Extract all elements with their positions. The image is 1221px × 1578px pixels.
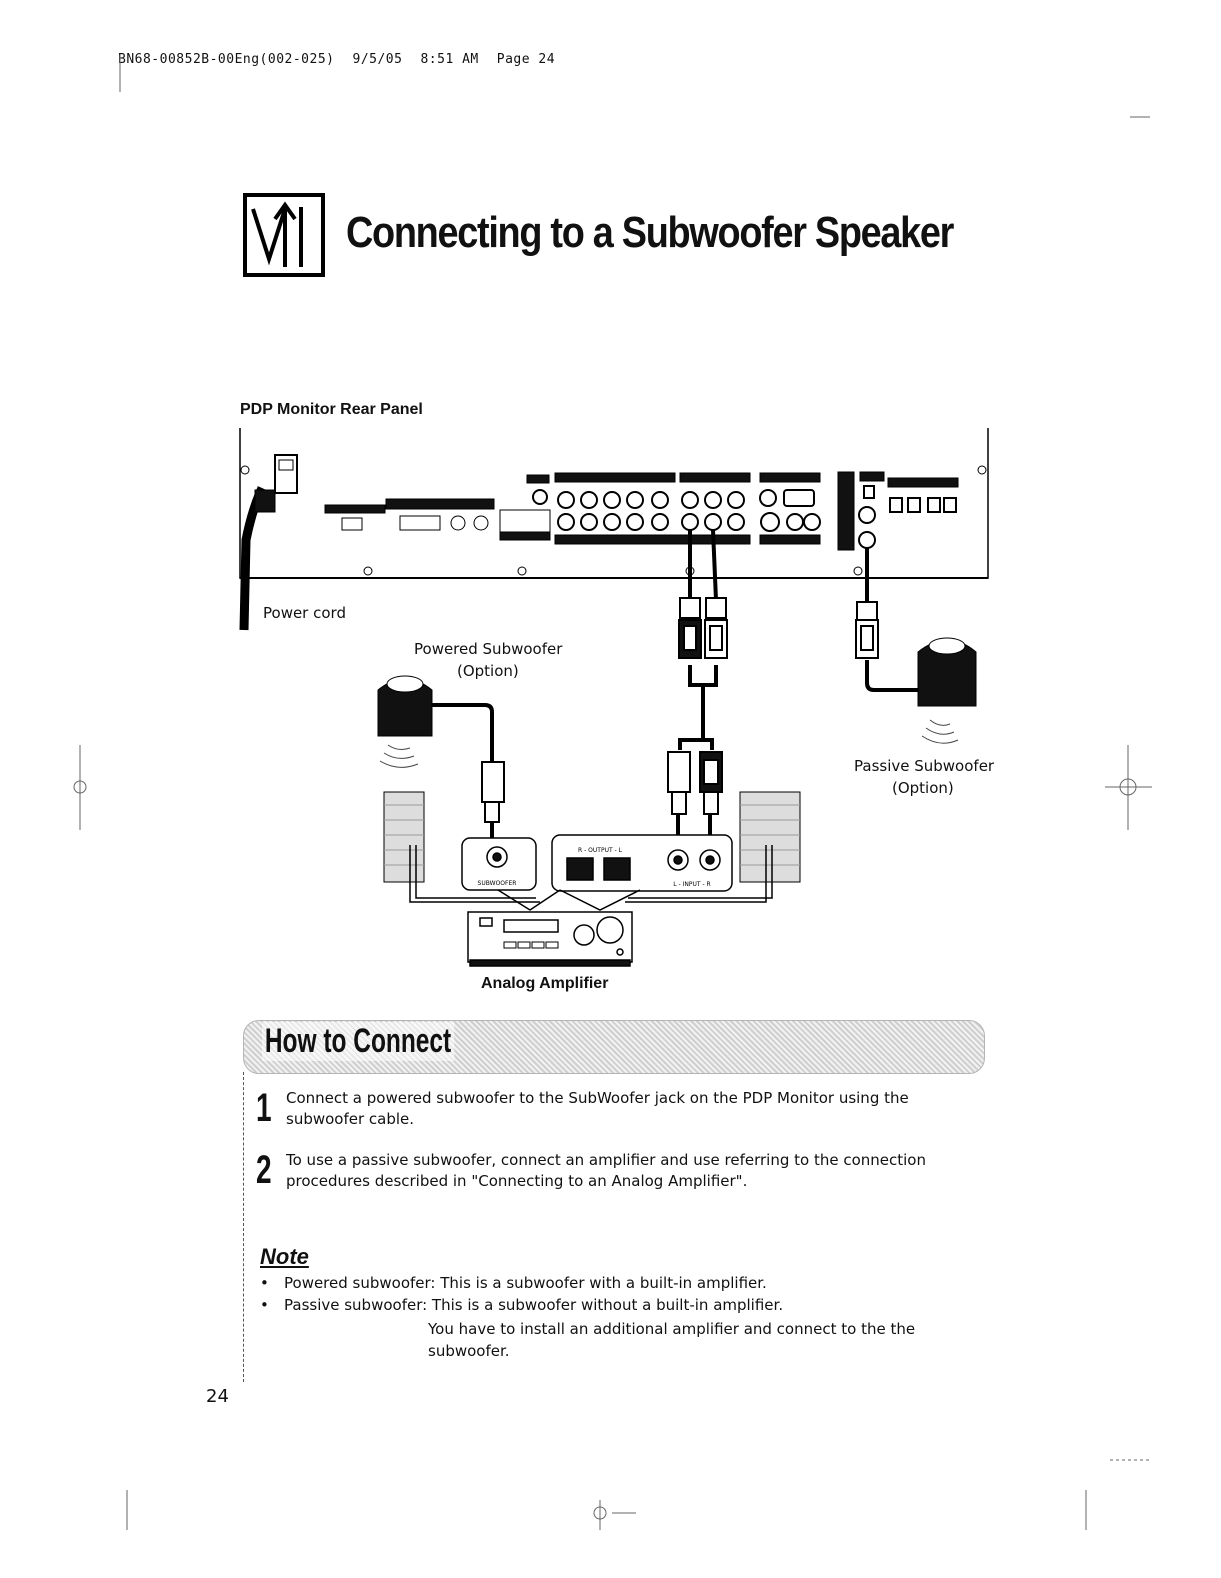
print-time: 8:51 AM <box>420 52 479 67</box>
passive-subwoofer-label: Passive Subwoofer <box>854 757 995 775</box>
sound-waves <box>379 719 959 768</box>
rca-plugs <box>481 597 879 823</box>
note-item-powered: • Powered subwoofer: This is a subwoofer … <box>260 1272 783 1294</box>
amp-output-label: R - OUTPUT - L <box>578 847 623 854</box>
amplifier-back-panel <box>461 834 733 892</box>
panel-connectors <box>324 471 959 551</box>
print-job-id: BN68-00852B-00Eng(002-025) <box>118 52 335 67</box>
speaker-wires <box>409 845 773 911</box>
passive-subwoofer <box>917 637 977 707</box>
amp-input-label: L - INPUT - R <box>673 881 710 888</box>
power-cord-label: Power cord <box>263 604 346 622</box>
print-header: BN68-00852B-00Eng(002-025) 9/5/05 8:51 AM P… <box>118 52 573 67</box>
powered-subwoofer-option: (Option) <box>457 662 519 680</box>
amplifier <box>467 911 633 967</box>
power-socket <box>239 454 298 631</box>
bullet: • <box>260 1296 269 1314</box>
page-title: Connecting to a Subwoofer Speaker <box>346 208 954 257</box>
note-item-passive: • Passive subwoofer: This is a subwoofer … <box>260 1294 783 1316</box>
connection-arrows-icon <box>243 193 325 277</box>
passive-subwoofer-option: (Option) <box>892 779 954 797</box>
how-to-connect-heading: How to Connect <box>262 1022 455 1061</box>
print-page-label: Page 24 <box>496 52 556 67</box>
note-list: • Powered subwoofer: This is a subwoofer … <box>260 1272 783 1316</box>
rear-panel-label: PDP Monitor Rear Panel <box>240 401 423 418</box>
note-continuation: You have to install an additional amplif… <box>428 1320 916 1360</box>
step-1-number: 1 <box>256 1086 272 1130</box>
note-item-text: Passive subwoofer: This is a subwoofer w… <box>284 1296 784 1314</box>
subwoofer-jack-label: SUBWOOFER <box>478 880 517 887</box>
page-number: 24 <box>206 1386 229 1407</box>
section-rule <box>243 1072 244 1382</box>
amplifier-label: Analog Amplifier <box>481 975 609 992</box>
step-2-text: To use a passive subwoofer, connect an a… <box>286 1151 926 1190</box>
print-date: 9/5/05 <box>352 52 403 67</box>
powered-subwoofer-label: Powered Subwoofer <box>414 640 563 658</box>
note-heading: Note <box>260 1244 309 1269</box>
bullet: • <box>260 1274 269 1292</box>
note-item-text: Powered subwoofer: This is a subwoofer w… <box>284 1274 767 1292</box>
step-1-text: Connect a powered subwoofer to the SubWo… <box>286 1089 909 1128</box>
rear-panel <box>239 428 989 579</box>
step-2-number: 2 <box>256 1148 272 1192</box>
powered-subwoofer <box>377 675 433 737</box>
speakers <box>383 791 801 883</box>
